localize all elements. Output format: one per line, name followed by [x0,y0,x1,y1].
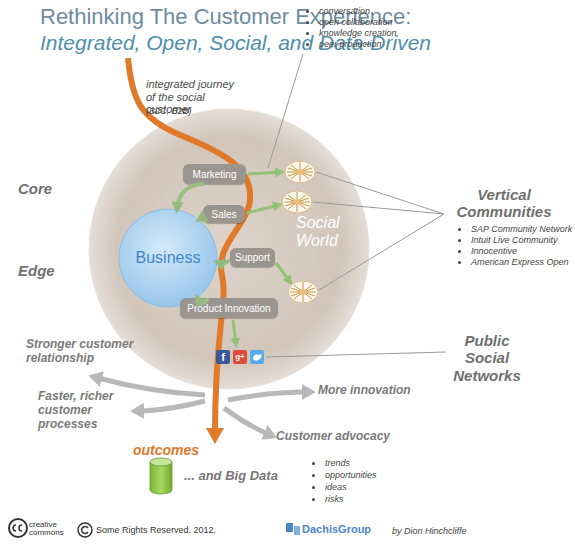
license-logo-text: creative commons [29,521,69,537]
zone-label: Core [18,180,52,197]
bullet-item: knowledge creation [306,28,397,39]
share-alike-mark [82,527,88,534]
outcome-label: More innovation [318,384,411,398]
dachis-logo [294,526,300,535]
bullet-item: risks [312,494,344,505]
outcome-arrow [224,408,268,434]
icon-letter: g+ [233,350,247,364]
journey-note: (B2C, B2B) [146,106,192,116]
group-heading: Public Social Networks [446,332,528,384]
process-box: Marketing [183,164,246,184]
dachis-logo [286,523,293,532]
license-note: Some Rights Reserved. 2012. [96,525,216,535]
outcome-arrow [228,392,306,400]
zone-title: Social World [296,214,356,251]
node-text: Sales [211,209,236,220]
cc-mark [13,525,22,531]
outcomes-heading: outcomes [133,442,199,458]
outcome-label: Stronger customer relationship [26,338,146,366]
bullet-item: conversation [306,6,370,17]
process-box: Support [230,248,275,267]
bullet-item: trends [312,458,350,469]
bullet-item: SAP Community Network [458,224,572,235]
bullet-item: Innocentive [458,246,517,257]
node-text: Support [235,252,270,263]
data-cylinder: ... and Big Data [150,458,172,494]
node-text-wrap: Business [118,208,218,308]
process-box: Sales [203,205,245,223]
icon-letter: f [216,350,230,364]
cylinder-top [150,458,172,466]
edge-circle-shape [89,109,369,389]
bullet-item: open collaboration [306,17,393,28]
bullet-item: peer production [306,39,382,50]
process-box: Product Innovation [180,298,278,318]
node-outline [150,458,172,494]
node-text: Marketing [193,169,237,180]
bullet-item: opportunities [312,470,377,481]
node-text: Business [136,249,201,267]
zone-label: Edge [18,262,55,279]
share-alike-logo [78,523,92,537]
company-logo-text: DachisGroup [302,523,371,536]
core-circle: Business [118,208,218,308]
node-text: ... and Big Data [184,468,278,483]
bullet-item: Intuit Live Community [458,235,558,246]
outcome-label: Customer advocacy [276,430,390,444]
cylinder-body [150,462,172,494]
bullet-item: ideas [312,482,347,493]
bullet-item: American Express Open [458,257,569,268]
author-credit: by Dion Hinchcliffe [392,526,467,536]
node-text: Product Innovation [187,303,270,314]
outcome-label: Faster, richer customer processes [38,390,128,431]
outcome-arrow [140,401,205,411]
group-heading: Vertical Communities [445,186,563,221]
core-circle-shape [119,209,217,307]
cc-logo [9,519,27,537]
